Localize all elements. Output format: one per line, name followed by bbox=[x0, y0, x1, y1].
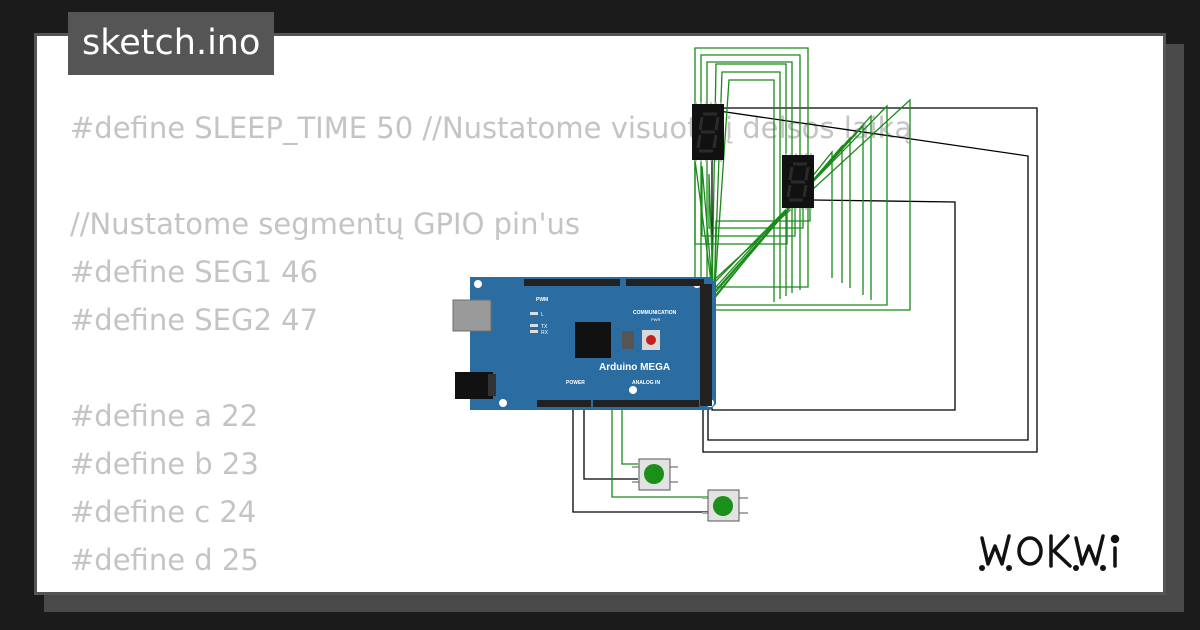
code-line: #define d 25 bbox=[70, 543, 259, 577]
power-label: POWER bbox=[566, 380, 585, 386]
analog-in-label: ANALOG IN bbox=[632, 380, 660, 386]
on-label: PWR bbox=[651, 317, 660, 322]
code-line: #define a 22 bbox=[70, 399, 259, 433]
arduino-mega-board: PWM COMMUNICATION PWR L TX RX Arduino ME… bbox=[452, 277, 716, 410]
code-line: #define c 24 bbox=[70, 495, 257, 529]
led-l-label: L bbox=[541, 312, 544, 318]
code-editor: #define SLEEP_TIME 50 //Nustatome visuot… bbox=[70, 104, 912, 592]
board-name: Arduino MEGA bbox=[599, 362, 670, 373]
wokwi-logo bbox=[979, 534, 1120, 571]
code-line: #define e 26 bbox=[70, 584, 912, 592]
code-line: //Nustatome segmentų GPIO pin'us bbox=[70, 207, 580, 241]
code-line: #define SEG2 47 bbox=[70, 303, 319, 337]
communication-label: COMMUNICATION bbox=[633, 310, 677, 316]
file-name-badge: sketch.ino bbox=[68, 12, 275, 75]
seven-segment-display-1 bbox=[692, 102, 724, 162]
led-rx-label: RX bbox=[541, 330, 549, 336]
pushbutton-1[interactable] bbox=[632, 458, 678, 491]
green-wires bbox=[611, 47, 911, 498]
seven-segment-display-2 bbox=[782, 153, 814, 210]
pushbutton-2[interactable] bbox=[702, 489, 748, 522]
code-line: #define b 23 bbox=[70, 447, 259, 481]
led-tx-label: TX bbox=[541, 324, 548, 330]
pwm-label: PWM bbox=[536, 297, 548, 303]
code-line: #define SEG1 46 bbox=[70, 255, 319, 289]
